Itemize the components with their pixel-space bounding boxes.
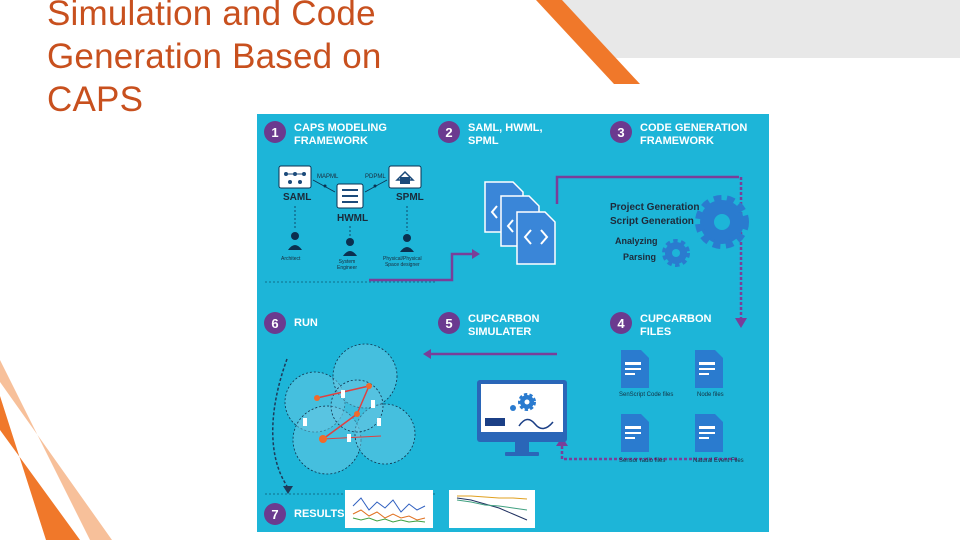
- sensor-radio-file-icon: [621, 414, 649, 452]
- section-4-title: CUPCARBON FILES: [640, 313, 712, 338]
- step-script-generation: Script Generation: [610, 216, 694, 227]
- section-7-title: RESULTS: [294, 508, 345, 520]
- section-6-badge: 6: [264, 312, 286, 334]
- section-2-title: SAML, HWML, SPML: [468, 122, 543, 147]
- section-2-header: 2 SAML, HWML, SPML: [438, 121, 588, 148]
- spml-diagram-icon: [388, 165, 422, 189]
- section-1-title: CAPS MODELING FRAMEWORK: [294, 122, 387, 147]
- role-space-designer: Physical/Physical Space designer: [383, 256, 422, 268]
- section-3-badge: 3: [610, 121, 632, 143]
- top-grey-bar: [560, 0, 960, 58]
- role-architect: Architect: [281, 256, 301, 262]
- senscript-file-icon: [621, 350, 649, 388]
- mapml-link-label: MAPML: [317, 174, 339, 180]
- designer-person-icon: [400, 234, 414, 252]
- node-file-icon: [695, 350, 723, 388]
- code-document-icon: [484, 181, 556, 265]
- section-4-header: 4 CUPCARBON FILES: [610, 312, 760, 339]
- section-3-header: 3 CODE GENERATION FRAMEWORK: [610, 121, 760, 148]
- slide-title: Simulation and Code Generation Based on …: [47, 0, 382, 119]
- step-project-generation: Project Generation: [610, 202, 700, 213]
- file-natural-event-label: Natural Event Files: [693, 458, 744, 464]
- section-1-badge: 1: [264, 121, 286, 143]
- file-senscript-label: SenScript Code files: [619, 392, 674, 398]
- section-7-header: 7 RESULTS: [264, 503, 414, 525]
- result-chart-2: [449, 490, 535, 528]
- architect-person-icon: [288, 232, 302, 250]
- hwml-label: HWML: [337, 213, 369, 224]
- hwml-diagram-icon: [336, 183, 364, 209]
- monitor-gear-icon: [477, 380, 567, 456]
- saml-diagram-icon: [278, 165, 312, 189]
- section-2-badge: 2: [438, 121, 460, 143]
- section-5-title: CUPCARBON SIMULATER: [468, 313, 540, 338]
- section-5-badge: 5: [438, 312, 460, 334]
- arrow-4-to-5: [560, 444, 737, 461]
- file-sensor-radio-label: Sensor radio files: [619, 458, 666, 464]
- natural-event-file-icon: [695, 414, 723, 452]
- spml-label: SPML: [396, 192, 424, 203]
- arrow-1-to-2: [369, 252, 472, 282]
- arrow-2-to-3: [555, 175, 737, 204]
- pdpml-link-label: PDPML: [365, 174, 386, 180]
- left-orange-stripe-inner: [0, 396, 80, 540]
- diagram-graphics: [265, 165, 749, 528]
- section-7-badge: 7: [264, 503, 286, 525]
- section-3-title: CODE GENERATION FRAMEWORK: [640, 122, 748, 147]
- role-system-engineer: System Engineer: [337, 259, 358, 271]
- section-4-badge: 4: [610, 312, 632, 334]
- section-5-header: 5 CUPCARBON SIMULATER: [438, 312, 588, 339]
- top-orange-stripe: [536, 0, 640, 84]
- result-chart-1: [345, 490, 433, 528]
- engineer-person-icon: [343, 238, 357, 256]
- section-1-header: 1 CAPS MODELING FRAMEWORK: [264, 121, 414, 148]
- step-parsing: Parsing: [623, 252, 657, 262]
- large-gear-icon: [695, 195, 749, 249]
- arrow-6-to-7: [272, 358, 288, 487]
- section-6-title: RUN: [294, 317, 318, 329]
- caps-diagram: 1 CAPS MODELING FRAMEWORK 2 SAML, HWML, …: [257, 114, 769, 532]
- small-gear-icon: [662, 239, 690, 267]
- section-6-header: 6 RUN: [264, 312, 414, 334]
- step-analyzing: Analyzing: [615, 236, 658, 246]
- saml-label: SAML: [283, 192, 312, 203]
- network-simulation-graphic: [284, 343, 416, 475]
- file-node-label: Node files: [697, 392, 724, 398]
